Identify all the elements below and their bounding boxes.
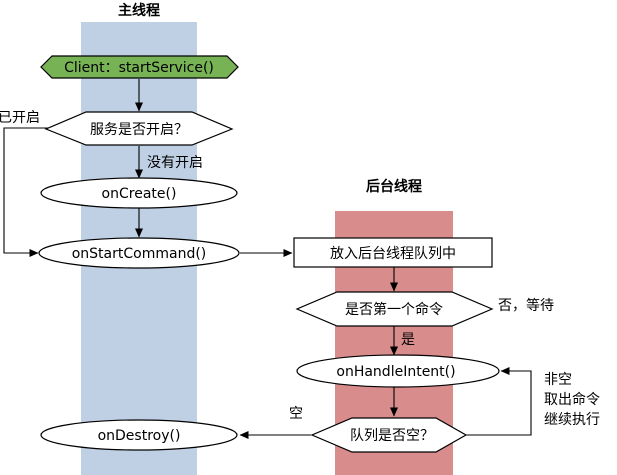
not-empty-label-2: 取出命令 bbox=[544, 391, 600, 408]
edge-not-empty-loop bbox=[466, 367, 532, 436]
on-start-command-node bbox=[38, 237, 240, 269]
on-handle-intent-node bbox=[296, 354, 500, 388]
on-handle-intent-label: onHandleIntent() bbox=[336, 364, 455, 380]
enqueue-label: 放入后台线程队列中 bbox=[330, 246, 456, 262]
on-start-command-label: onStartCommand() bbox=[72, 246, 207, 262]
already-started-label: 已开启 bbox=[0, 110, 40, 126]
start-service-label: Client：startService() bbox=[64, 60, 214, 76]
background-thread-header: 后台线程 bbox=[366, 178, 422, 195]
no-wait-label: 否，等待 bbox=[498, 297, 554, 314]
on-destroy-node bbox=[40, 419, 238, 451]
is-started-decision bbox=[44, 111, 234, 146]
on-create-label: onCreate() bbox=[102, 186, 177, 202]
queue-empty-decision bbox=[310, 417, 468, 453]
queue-empty-label: 队列是否空？ bbox=[350, 428, 434, 444]
not-empty-label-3: 继续执行 bbox=[544, 411, 600, 428]
main-thread-header: 主线程 bbox=[118, 2, 160, 19]
on-create-node bbox=[40, 177, 238, 209]
enqueue-node bbox=[293, 237, 493, 268]
start-service-node bbox=[40, 55, 239, 79]
is-first-label: 是否第一个命令 bbox=[345, 301, 443, 318]
not-empty-label-1: 非空 bbox=[544, 372, 572, 388]
yes-label: 是 bbox=[401, 332, 415, 348]
is-started-label: 服务是否开启？ bbox=[90, 122, 188, 138]
not-started-label: 没有开启 bbox=[147, 155, 203, 171]
edge-already-started bbox=[3, 127, 50, 257]
on-destroy-label: onDestroy() bbox=[98, 428, 181, 444]
empty-label: 空 bbox=[289, 406, 303, 422]
is-first-decision bbox=[295, 291, 494, 327]
